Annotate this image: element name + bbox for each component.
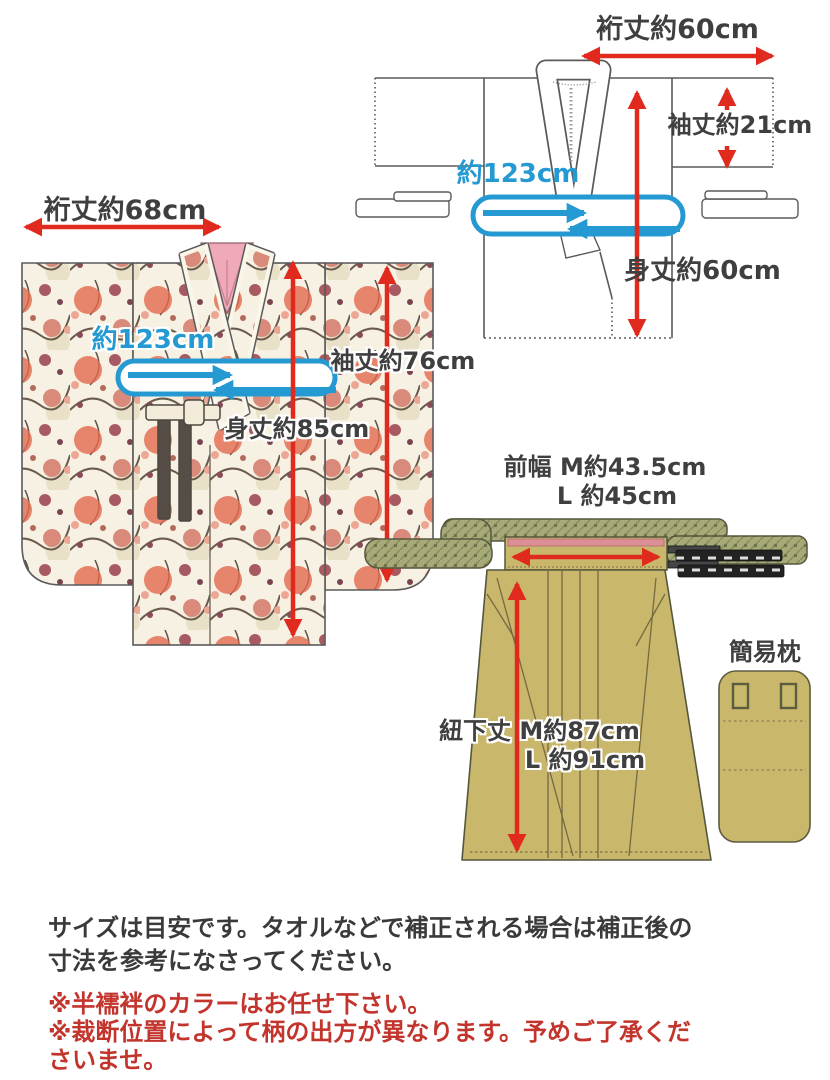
hakama-ties <box>667 545 785 578</box>
juban-himo-label: 約123cm <box>456 159 580 189</box>
kimono-waist-tie <box>145 399 221 522</box>
juban-sodetake-label: 袖丈約21cm <box>667 111 813 139</box>
pillow-diagram <box>718 670 811 843</box>
hakama-waistband <box>504 536 668 571</box>
caution-color-note: ※半襦袢のカラーはお任せ下さい。 <box>48 990 432 1018</box>
size-note-line1: サイズは目安です。タオルなどで補正される場合は補正後の <box>48 914 693 942</box>
juban-yukitake-label: 裄丈約60cm <box>596 14 759 45</box>
hakama-strap-left <box>364 538 493 569</box>
hakama-himoshita-label-m: 紐下丈 M約87cm <box>439 717 640 745</box>
juban-tie-right <box>701 190 799 219</box>
kimono-himo-band <box>115 358 338 401</box>
juban-diagram <box>355 46 799 339</box>
pillow-loop-right <box>779 682 798 710</box>
kimono-yukitake-label: 裄丈約68cm <box>43 195 207 226</box>
pillow-loop-left <box>731 682 750 710</box>
hakama-skirt <box>461 569 712 861</box>
pillow-title: 簡易枕 <box>729 638 801 666</box>
hakama-himoshita-label-l: L 約91cm <box>524 746 646 774</box>
juban-mitake-label: 身丈約60cm <box>624 256 781 286</box>
hakama-diagram <box>364 518 808 861</box>
kimono-diagram <box>21 217 434 646</box>
size-note-line2: 寸法を参考になさってください。 <box>48 947 407 975</box>
kimono-mitake-label: 身丈約85cm <box>224 415 370 443</box>
caution-cut-note-line1: ※裁断位置によって柄の出方が異なります。予めご了承くだ <box>48 1018 692 1046</box>
kimono-sodetake-label: 袖丈約76cm <box>330 347 476 375</box>
hakama-maehaba-label-l: L 約45cm <box>556 482 678 510</box>
hakama-maehaba-label-m: 前幅 M約43.5cm <box>503 453 707 481</box>
kimono-left-sleeve <box>21 262 134 586</box>
juban-himo-band <box>470 194 686 240</box>
kimono-himo-label: 約123cm <box>91 325 215 355</box>
caution-cut-note-line2: さいませ。 <box>48 1046 168 1074</box>
juban-tie-left <box>355 191 452 218</box>
